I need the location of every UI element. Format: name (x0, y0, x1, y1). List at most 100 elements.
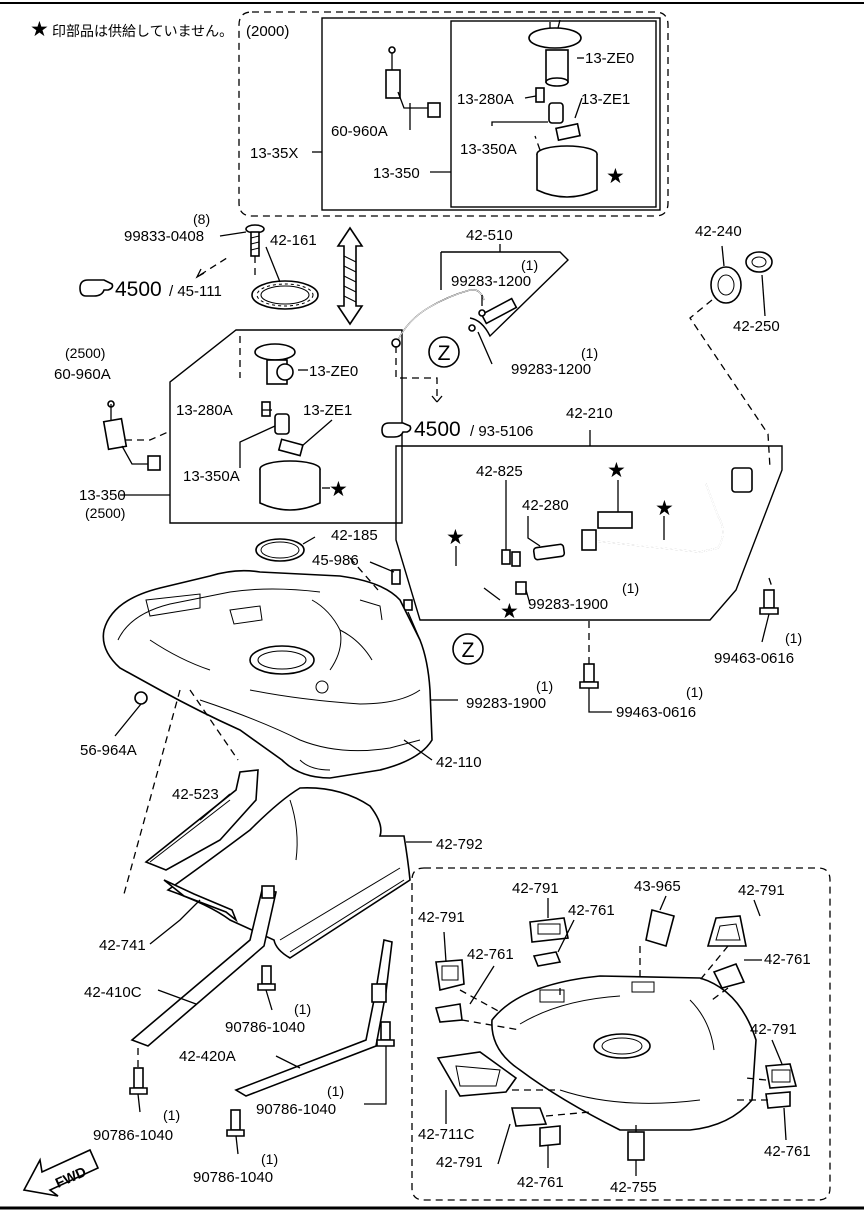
label-42-792: 42-792 (436, 836, 483, 853)
qty-90786-b: (1) (327, 1083, 344, 1099)
fuel-tank-small (491, 975, 757, 1131)
z-marker-2 (452, 633, 484, 665)
ref-4500-a: 4500 (115, 278, 162, 301)
hose-42-280 (532, 543, 566, 561)
label-13-35X: 13-35X (250, 145, 298, 162)
label-42-741: 42-741 (99, 937, 146, 954)
bolt-90786-3 (376, 1021, 395, 1047)
label-42-761-d: 42-761 (764, 1143, 811, 1160)
bolt-56-964A (134, 691, 148, 705)
insulator-42-711C (436, 1051, 518, 1097)
label-13-ZE0-top: 13-ZE0 (585, 50, 634, 67)
z-marker-1-label: Z (438, 342, 451, 365)
gauge-sender-2500 (102, 400, 161, 471)
ref-93-5106: / 93-5106 (470, 423, 533, 440)
ref-hand-icon-1 (79, 279, 114, 297)
label-42-791-b: 42-791 (738, 882, 785, 899)
heat-shield-42-792 (166, 787, 411, 959)
gasket-42-185 (255, 538, 305, 562)
check-valve-top (535, 87, 545, 103)
qty-99463-a: (1) (785, 630, 802, 646)
fuel-pump-module-2500 (254, 343, 296, 385)
label-42-761-a: 42-761 (568, 902, 615, 919)
label-43-965: 43-965 (634, 878, 681, 895)
label-99283-1900-b: 99283-1900 (466, 695, 546, 712)
qty-99833: (8) (193, 211, 210, 227)
qty-90786-c: (1) (163, 1107, 180, 1123)
label-99463-0616-b: 99463-0616 (616, 704, 696, 721)
label-56-964A: 56-964A (80, 742, 137, 759)
bolt-99463-center (579, 663, 599, 689)
qty-2500-b: (2500) (85, 505, 125, 521)
star-strainer-2500: ★ (329, 478, 348, 501)
qty-90786-d: (1) (261, 1151, 278, 1167)
bolt-90786-4 (226, 1109, 245, 1137)
ref-45-111: / 45-111 (169, 283, 222, 300)
filler-cap-42-250 (745, 251, 773, 273)
fuel-filter-2500 (274, 413, 304, 457)
label-42-523: 42-523 (172, 786, 219, 803)
label-90786-1040-b: 90786-1040 (256, 1101, 336, 1118)
label-13-280A-top: 13-280A (457, 91, 514, 108)
fit-arrow (336, 226, 364, 326)
qty-99283-1200-b: (1) (581, 345, 598, 361)
label-45-986: 45-986 (312, 552, 359, 569)
group-13-35X-box (321, 17, 661, 211)
sticker-42-761-c (434, 1003, 463, 1023)
label-sticker-upper (597, 511, 633, 529)
ref-hand-icon-2 (381, 422, 412, 438)
label-60-960A-2500: 60-960A (54, 366, 111, 383)
sticker-42-761-b (712, 962, 746, 989)
star-sticker: ★ (607, 459, 626, 482)
star-strainer-top: ★ (606, 165, 625, 188)
qty-2500-a: (2500) (65, 345, 105, 361)
label-13-ZE1-2500: 13-ZE1 (303, 402, 352, 419)
fuel-pump-module-top (528, 19, 582, 87)
legend-note: 印部品は供給していません。 (52, 23, 233, 39)
strap-42-420A (234, 939, 393, 1097)
label-42-791-d: 42-791 (750, 1021, 797, 1038)
group-42-210-box (395, 445, 783, 621)
filler-cap-gasket-42-240 (710, 266, 742, 304)
filler-pipe-42-210 (538, 467, 753, 569)
label-90786-1040-a: 90786-1040 (225, 1019, 305, 1036)
label-13-ZE0-2500: 13-ZE0 (309, 363, 358, 380)
screw-99833 (245, 224, 265, 257)
qty-99283-1200-a: (1) (521, 257, 538, 273)
label-42-791-e: 42-791 (436, 1154, 483, 1171)
label-42-791-a: 42-791 (512, 880, 559, 897)
label-13-ZE1-top: 13-ZE1 (581, 91, 630, 108)
sticker-42-791-d (765, 1063, 798, 1089)
group-13-ZE0-box (450, 20, 657, 208)
label-99283-1900-a: 99283-1900 (528, 596, 608, 613)
label-42-825: 42-825 (476, 463, 523, 480)
label-42-755: 42-755 (610, 1179, 657, 1196)
label-13-350A-2500: 13-350A (183, 468, 240, 485)
label-13-350-top: 13-350 (373, 165, 420, 182)
hose-upper (410, 557, 515, 581)
star-hose-upper: ★ (446, 526, 465, 549)
star-hose-lower: ★ (500, 600, 519, 623)
gauge-sender-top (385, 46, 441, 118)
label-42-280: 42-280 (522, 497, 569, 514)
z-marker-1 (428, 336, 460, 368)
sticker-43-965 (645, 909, 675, 948)
label-42-240: 42-240 (695, 223, 742, 240)
fuel-filter-top (548, 102, 581, 142)
legend-star: ★ (30, 18, 49, 41)
strap-42-410C (130, 885, 277, 1047)
sticker-42-791-a (529, 917, 569, 943)
label-60-960A-top: 60-960A (331, 123, 388, 140)
label-42-761-c: 42-761 (467, 946, 514, 963)
qty-90786-a: (1) (294, 1001, 311, 1017)
label-42-110: 42-110 (436, 754, 482, 771)
bolt-99463-right (759, 577, 779, 615)
label-42-791-c: 42-791 (418, 909, 465, 926)
ref-4500-b: 4500 (414, 418, 461, 441)
label-13-280A-2500: 13-280A (176, 402, 233, 419)
sticker-42-791-e (511, 1107, 548, 1127)
bolt-90786-1 (257, 965, 276, 991)
label-42-761-e: 42-761 (517, 1174, 564, 1191)
